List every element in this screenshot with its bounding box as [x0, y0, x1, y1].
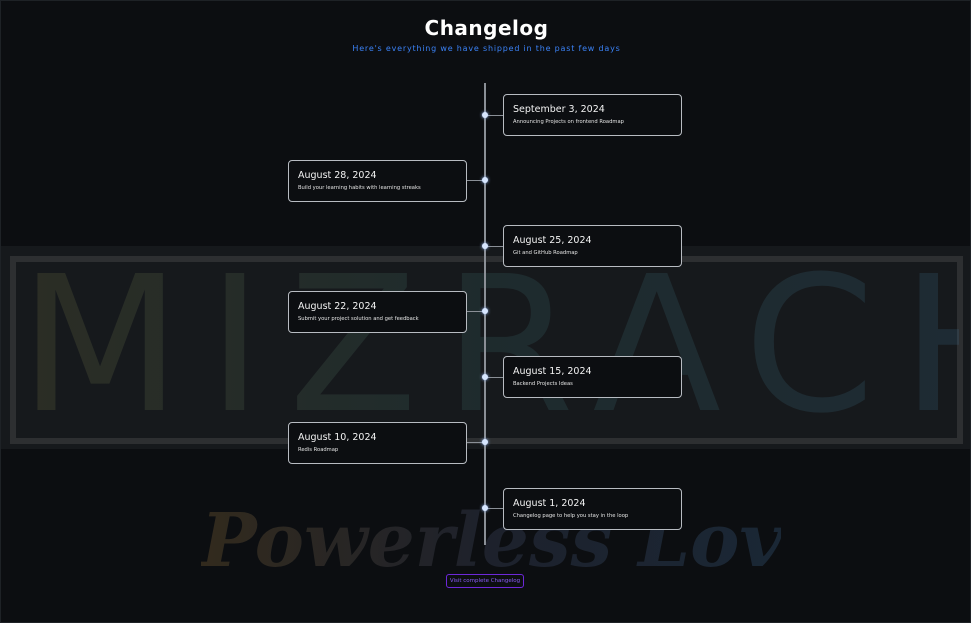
entry-description: Backend Projects Ideas — [513, 381, 573, 387]
page-title: Changelog — [424, 16, 549, 40]
timeline-connector — [485, 115, 503, 116]
changelog-entry[interactable]: August 22, 2024 Submit your project solu… — [288, 291, 467, 333]
entry-description: Submit your project solution and get fee… — [298, 316, 419, 322]
entry-date: August 25, 2024 — [513, 235, 592, 246]
entry-description: Announcing Projects on frontend Roadmap — [513, 119, 624, 125]
timeline-connector — [466, 442, 485, 443]
timeline-connector — [466, 180, 485, 181]
timeline-dot — [482, 112, 488, 118]
timeline-dot — [482, 439, 488, 445]
entry-description: Redis Roadmap — [298, 447, 339, 453]
entry-date: August 10, 2024 — [298, 432, 377, 443]
entry-date: August 1, 2024 — [513, 498, 586, 509]
timeline-dot — [482, 374, 488, 380]
timeline-dot — [482, 243, 488, 249]
entry-date: August 28, 2024 — [298, 170, 377, 181]
timeline-connector — [485, 246, 503, 247]
entry-date: August 22, 2024 — [298, 301, 377, 312]
watermark-text: MIZRACH — [19, 236, 971, 455]
timeline-connector — [485, 377, 503, 378]
timeline-dot — [482, 177, 488, 183]
timeline-dot — [482, 308, 488, 314]
timeline-line — [484, 83, 486, 545]
visit-changelog-button[interactable]: Visit complete Changelog — [446, 574, 524, 588]
entry-date: September 3, 2024 — [513, 104, 605, 115]
entry-description: Build your learning habits with learning… — [298, 185, 421, 191]
changelog-entry[interactable]: August 28, 2024 Build your learning habi… — [288, 160, 467, 202]
changelog-entry[interactable]: September 3, 2024 Announcing Projects on… — [503, 94, 682, 136]
entry-date: August 15, 2024 — [513, 366, 592, 377]
entry-description: Changelog page to help you stay in the l… — [513, 513, 629, 519]
changelog-entry[interactable]: August 25, 2024 Git and GitHub Roadmap — [503, 225, 682, 267]
page-subtitle: Here's everything we have shipped in the… — [352, 44, 621, 53]
changelog-entry[interactable]: August 15, 2024 Backend Projects Ideas — [503, 356, 682, 398]
timeline-connector — [466, 311, 485, 312]
changelog-entry[interactable]: August 1, 2024 Changelog page to help yo… — [503, 488, 682, 530]
entry-description: Git and GitHub Roadmap — [513, 250, 578, 256]
timeline-dot — [482, 505, 488, 511]
changelog-entry[interactable]: August 10, 2024 Redis Roadmap — [288, 422, 467, 464]
timeline-connector — [485, 508, 503, 509]
